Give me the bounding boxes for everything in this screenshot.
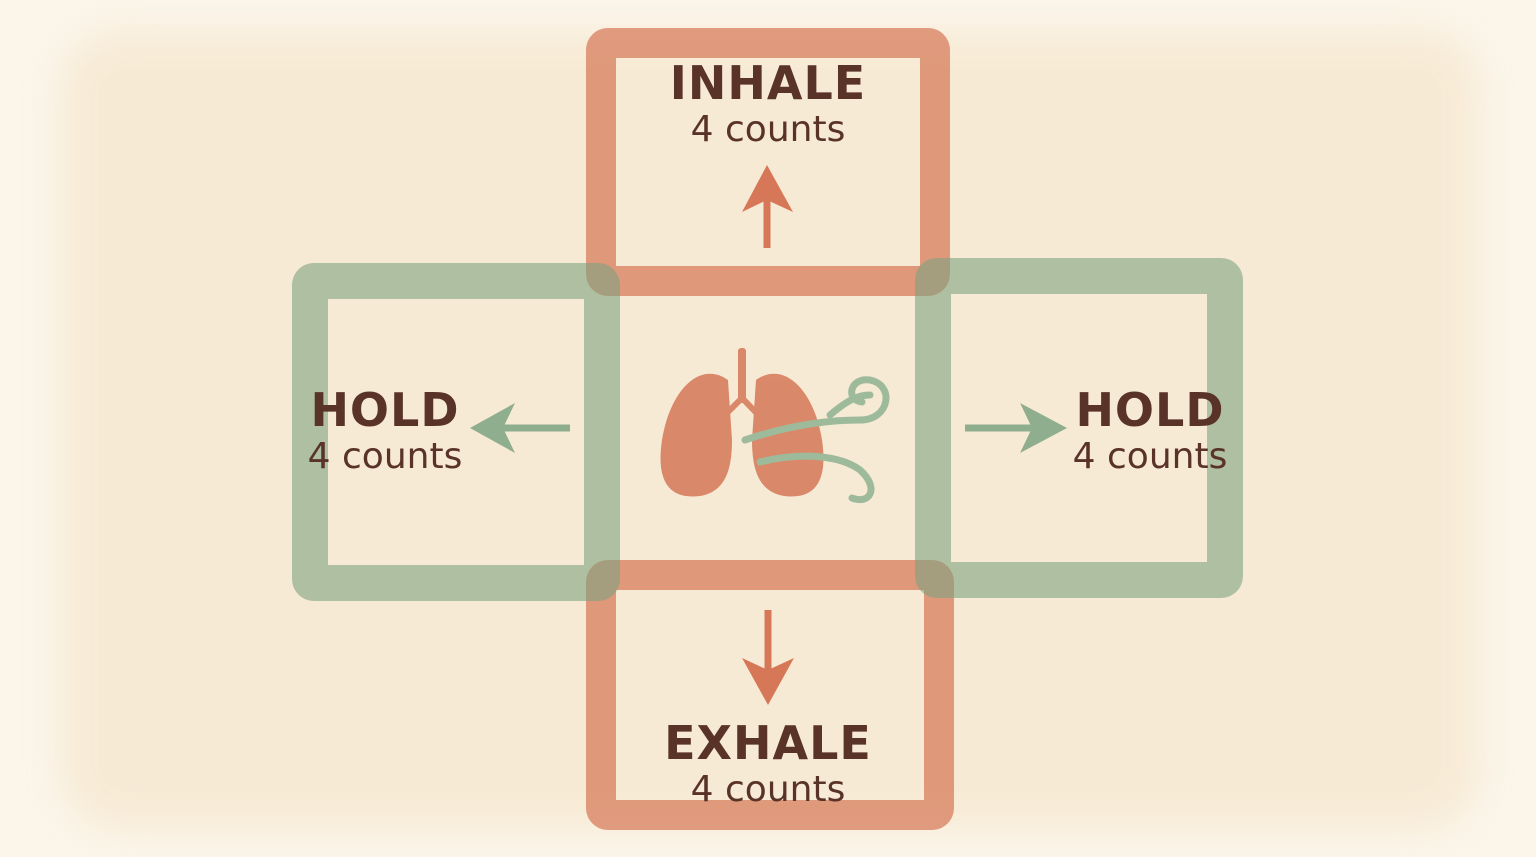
- hold-right-box: [915, 258, 1243, 598]
- arrow-right-icon: [965, 403, 1067, 453]
- hold-left-label: HOLD 4 counts: [235, 385, 535, 479]
- exhale-title: EXHALE: [664, 716, 872, 770]
- hold-right-title: HOLD: [1075, 383, 1225, 437]
- hold-left-counts: 4 counts: [307, 436, 463, 477]
- hold-right-label: HOLD 4 counts: [1000, 385, 1300, 479]
- exhale-box: [586, 560, 954, 830]
- arrow-left-icon: [470, 403, 570, 453]
- wind-icon: [741, 376, 890, 503]
- hold-left-title: HOLD: [310, 383, 460, 437]
- hold-left-box: [292, 263, 620, 601]
- hold-right-counts: 4 counts: [1072, 436, 1228, 477]
- inhale-counts: 4 counts: [690, 109, 846, 150]
- arrow-up-icon: [742, 165, 793, 248]
- exhale-counts: 4 counts: [690, 769, 846, 810]
- exhale-label: EXHALE 4 counts: [618, 718, 918, 812]
- inhale-box: [586, 28, 950, 296]
- lungs-icon: [660, 348, 824, 497]
- inhale-label: INHALE 4 counts: [618, 58, 918, 152]
- arrow-down-icon: [742, 610, 794, 705]
- inhale-title: INHALE: [669, 56, 867, 110]
